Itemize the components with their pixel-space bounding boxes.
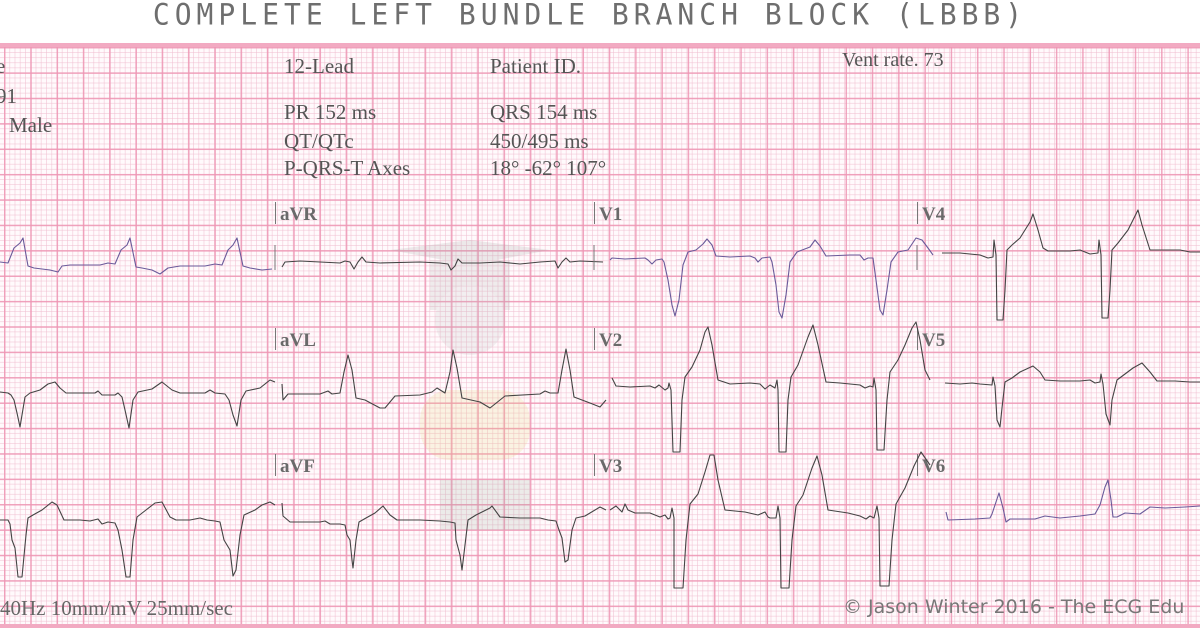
trace-lead-v6 [945,479,1200,523]
patient-name-field: e [0,54,6,78]
lead-label-avr: aVR [275,202,317,226]
ecg-grid-paper [0,43,1200,628]
vent-rate-value: Vent rate. 73 [842,49,944,71]
trace-lead-avf [281,502,607,571]
axes-label: P-QRS-T Axes [284,156,411,180]
watermark-mascot-icon [390,240,550,530]
copyright-text: © Jason Winter 2016 - The ECG Edu [843,596,1185,618]
trace-lead-ii [0,379,276,429]
trace-lead-v2 [611,321,931,453]
lead-label-avl: aVL [275,328,316,352]
patient-id-label: Patient ID. [490,54,581,78]
qt-label: QT/QTc [284,129,354,153]
page-title: COMPLETE LEFT BUNDLE BRANCH BLOCK (LBBB) [152,0,1028,32]
trace-lead-v1 [609,237,934,319]
pr-interval-value: PR 152 ms [284,100,377,124]
study-type-label: 12-Lead [284,54,354,78]
qt-qtc-value: 450/495 ms [490,129,589,153]
trace-lead-i [0,237,273,275]
axes-value: 18° -62° 107° [490,156,607,180]
trace-lead-v4 [942,209,1200,321]
lead-label-v2: V2 [594,328,622,352]
patient-dob-field: 91 [0,84,17,108]
ecg-settings-text: 40Hz 10mm/mV 25mm/sec [0,596,233,620]
lead-label-v4: V4 [917,202,945,226]
lead-label-v5: V5 [917,328,945,352]
patient-sex-field: Male [9,113,53,137]
trace-lead-v5 [944,362,1200,428]
lead-label-v3: V3 [594,454,622,478]
trace-lead-iii [0,501,276,578]
trace-lead-avr [281,256,604,271]
qrs-duration-value: QRS 154 ms [490,100,598,124]
lead-label-v1: V1 [594,202,622,226]
trace-lead-v3 [609,451,931,589]
lead-label-avf: aVF [275,454,315,478]
trace-lead-avl [281,348,607,409]
